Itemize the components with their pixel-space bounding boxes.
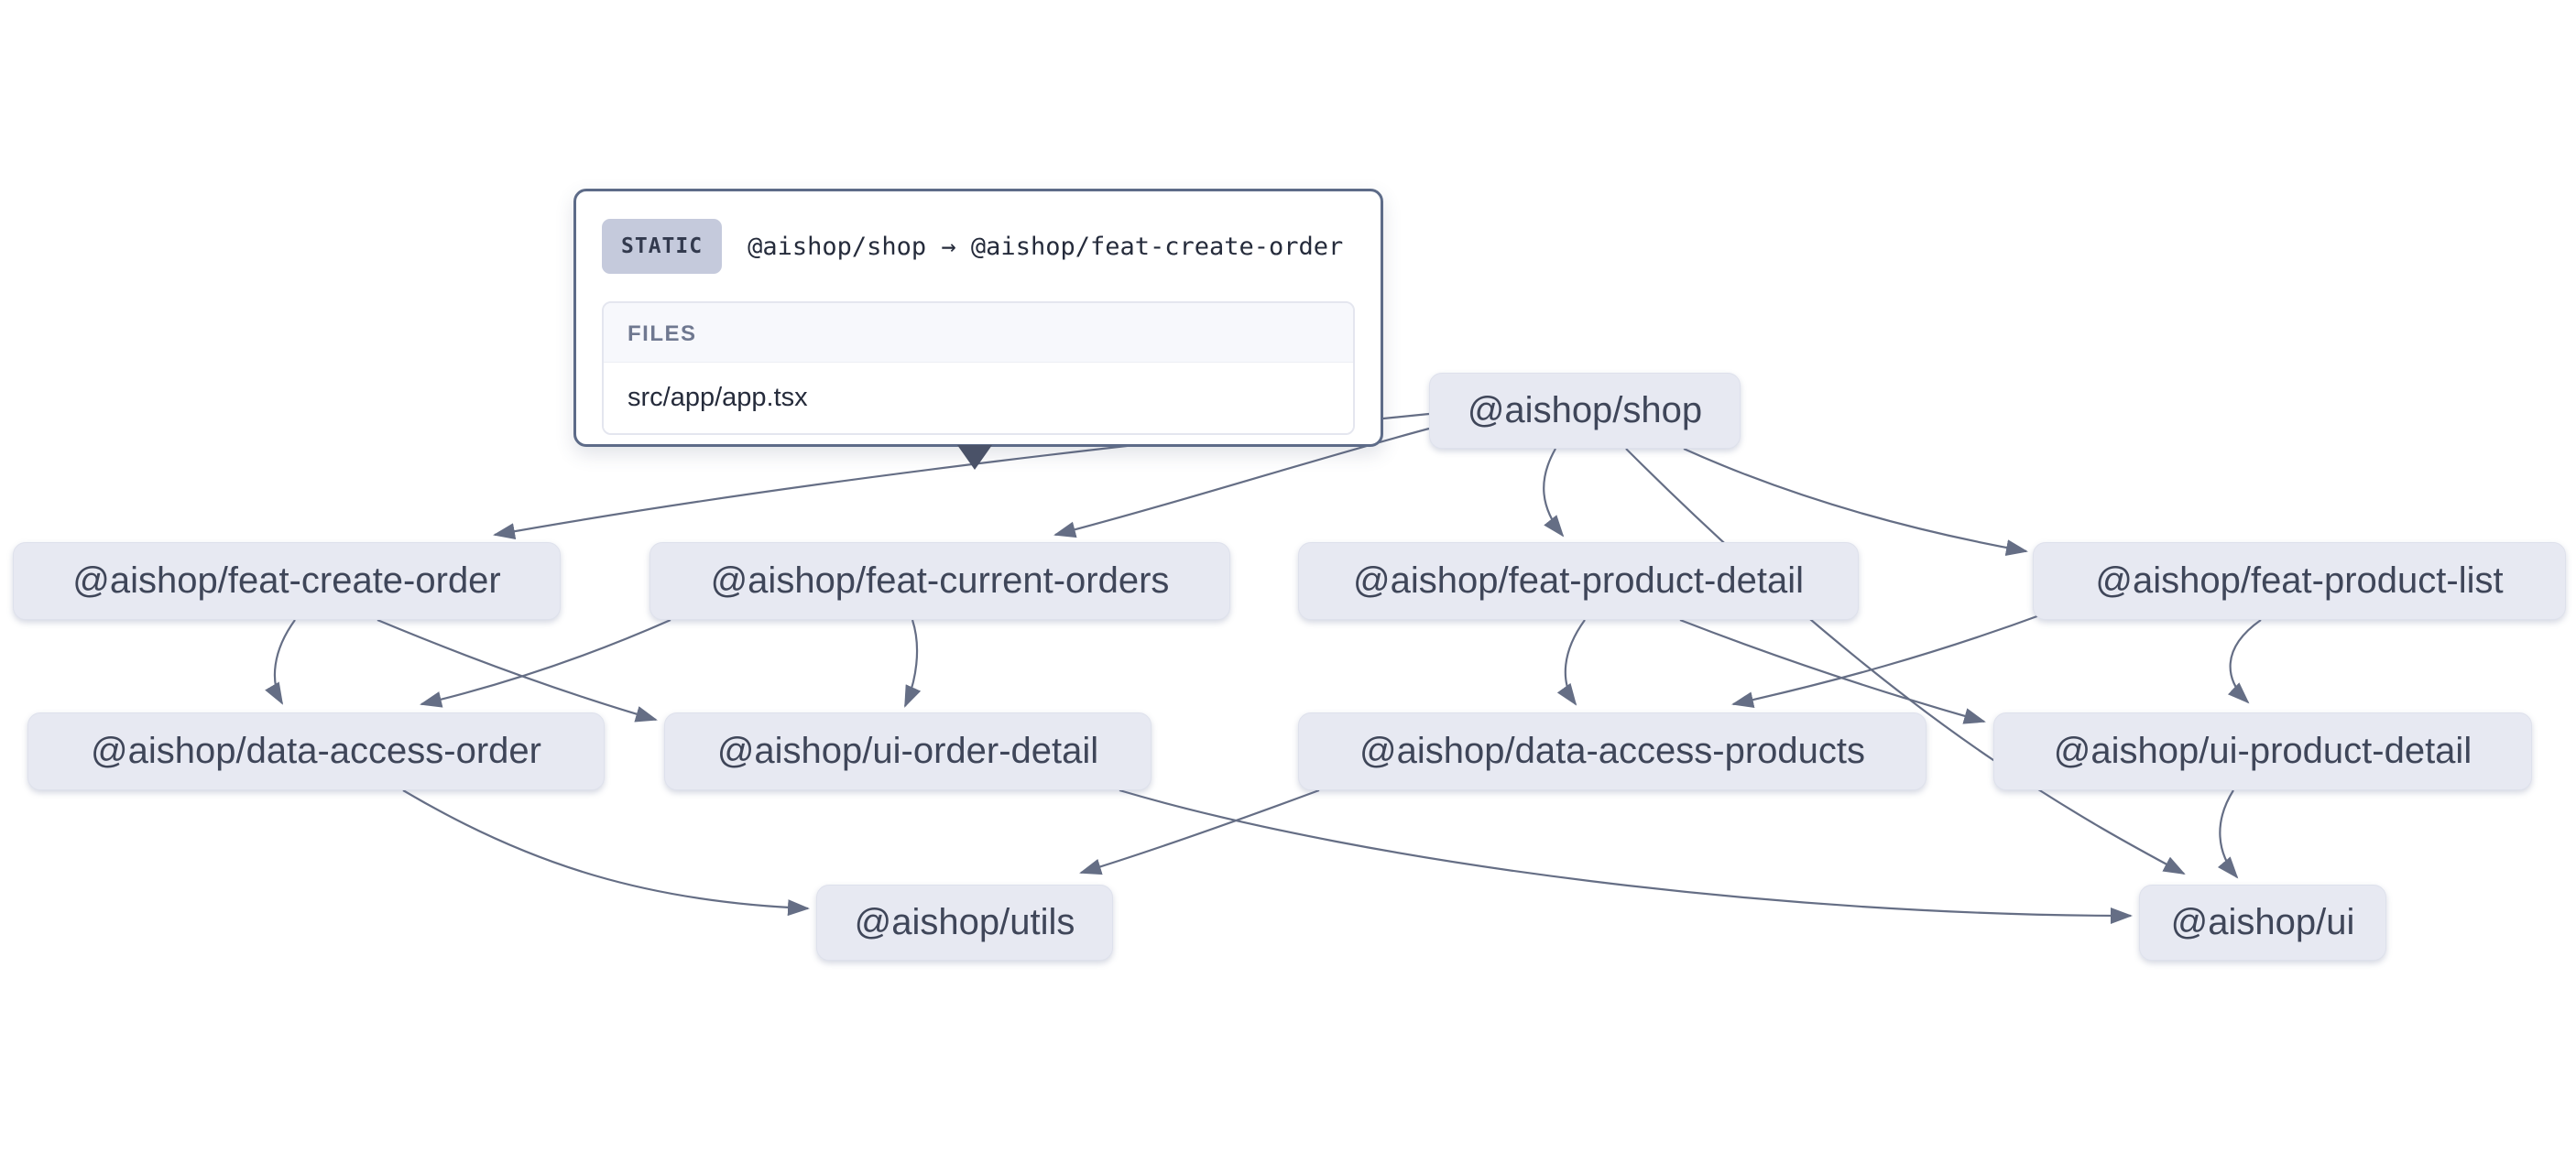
edge-feat-current-orders-to-data-access-order[interactable] — [420, 618, 671, 708]
edge-ui-product-detail-to-ui[interactable] — [2217, 789, 2239, 879]
graph-node-data-access-order[interactable]: @aishop/data-access-order — [27, 712, 605, 790]
edge-type-badge: STATIC — [602, 219, 723, 274]
edge-feat-create-order-to-data-access-order[interactable] — [265, 619, 296, 705]
graph-node-feat-product-detail[interactable]: @aishop/feat-product-detail — [1298, 542, 1859, 620]
edge-shop-to-feat-product-detail[interactable] — [1543, 448, 1565, 538]
edge-relation-text: @aishop/shop → @aishop/feat-create-order — [748, 232, 1344, 261]
graph-node-data-access-products[interactable]: @aishop/data-access-products — [1298, 712, 1927, 790]
graph-node-feat-product-list[interactable]: @aishop/feat-product-list — [2033, 542, 2566, 620]
graph-node-ui-product-detail[interactable]: @aishop/ui-product-detail — [1993, 712, 2532, 790]
files-box: FILES src/app/app.tsx — [602, 301, 1355, 435]
tooltip-pointer-icon — [957, 445, 992, 470]
edge-feat-create-order-to-ui-order-detail[interactable] — [377, 618, 658, 723]
graph-node-feat-create-order[interactable]: @aishop/feat-create-order — [13, 542, 561, 620]
graph-node-feat-current-orders[interactable]: @aishop/feat-current-orders — [649, 542, 1230, 620]
edge-feat-product-list-to-data-access-products[interactable] — [1731, 612, 2046, 709]
edge-feat-product-detail-to-data-access-products[interactable] — [1556, 619, 1586, 706]
edge-data-access-order-to-utils[interactable] — [402, 789, 810, 917]
edge-feat-product-list-to-ui-product-detail[interactable] — [2227, 619, 2262, 704]
edge-feat-product-detail-to-ui-product-detail[interactable] — [1679, 618, 1986, 724]
tooltip-header: STATIC @aishop/shop → @aishop/feat-creat… — [602, 219, 1355, 274]
files-label: FILES — [604, 303, 1353, 363]
edge-shop-to-ui[interactable] — [1625, 448, 2186, 875]
edge-feat-current-orders-to-ui-order-detail[interactable] — [903, 619, 922, 708]
file-path[interactable]: src/app/app.tsx — [604, 363, 1353, 433]
graph-node-utils[interactable]: @aishop/utils — [816, 885, 1113, 961]
edge-shop-to-feat-product-list[interactable] — [1683, 447, 2028, 556]
edge-tooltip: STATIC @aishop/shop → @aishop/feat-creat… — [573, 189, 1383, 447]
edge-ui-order-detail-to-ui[interactable] — [1119, 788, 2133, 924]
edge-data-access-products-to-utils[interactable] — [1079, 788, 1320, 875]
graph-node-ui-order-detail[interactable]: @aishop/ui-order-detail — [664, 712, 1152, 790]
graph-node-ui[interactable]: @aishop/ui — [2139, 885, 2386, 961]
edge-shop-to-feat-current-orders[interactable] — [1053, 427, 1430, 538]
graph-node-shop[interactable]: @aishop/shop — [1429, 373, 1741, 449]
